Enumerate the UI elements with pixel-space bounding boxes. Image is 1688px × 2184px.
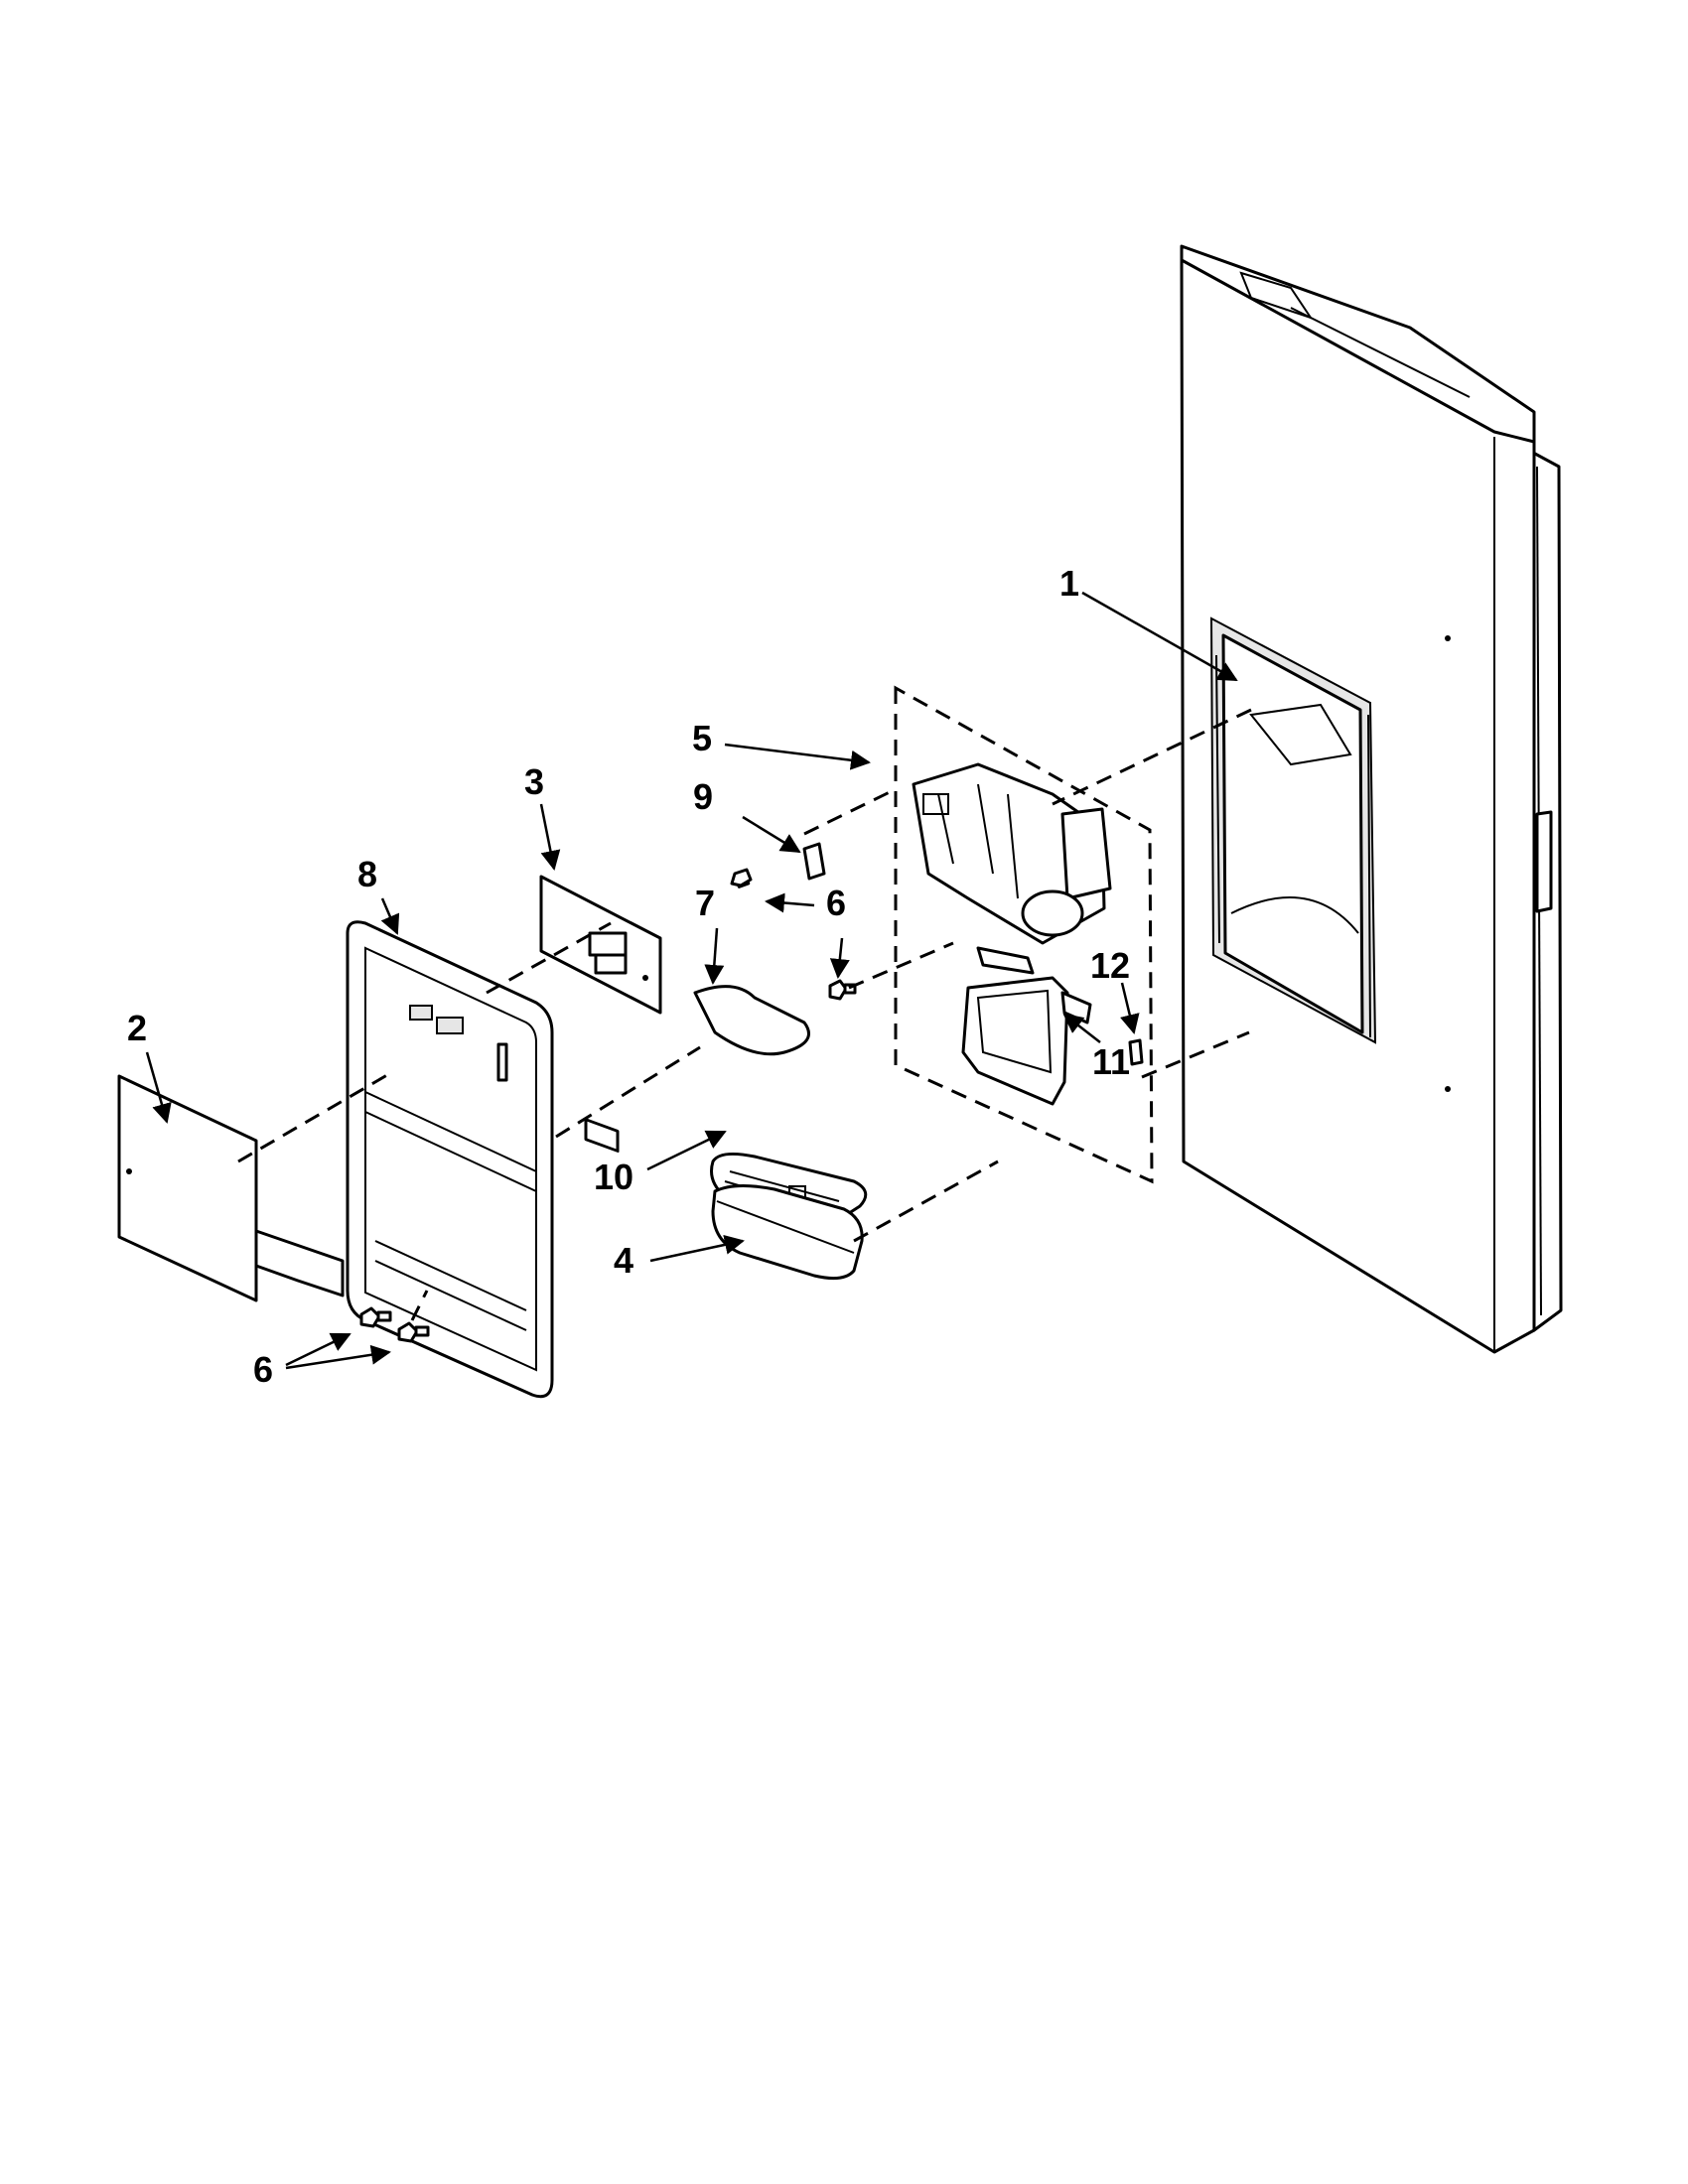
leader-2	[145, 1051, 172, 1124]
callout-3: 3	[524, 761, 544, 802]
leader-4	[649, 1235, 745, 1263]
callout-4: 4	[614, 1240, 633, 1281]
switch-clip	[1128, 1038, 1144, 1066]
screw	[397, 1321, 430, 1343]
leader-11	[1062, 1013, 1101, 1043]
door-screw-hole	[1445, 1086, 1451, 1092]
leader-7	[704, 927, 725, 985]
callout-6a: 6	[826, 883, 846, 923]
callout-9: 9	[693, 776, 713, 817]
callout-11: 11	[1092, 1041, 1130, 1082]
leader-6c	[285, 1332, 352, 1367]
leader-6b	[829, 937, 850, 979]
callout-12: 12	[1090, 945, 1130, 986]
dispenser-control-assembly	[912, 762, 1112, 945]
leader-8	[380, 897, 400, 935]
door-panel	[1180, 244, 1563, 1354]
leader-6a	[765, 892, 815, 913]
leader-1	[1081, 591, 1238, 682]
leader-9	[742, 815, 801, 854]
screw	[730, 868, 753, 888]
leader-5	[724, 743, 871, 770]
callout-2: 2	[127, 1008, 147, 1048]
dispenser-actuator-paddle	[961, 946, 1092, 1106]
leader-3	[539, 803, 561, 871]
dispenser-bezel	[346, 920, 554, 1399]
dispenser-decal	[117, 1074, 345, 1302]
leader-12	[1120, 982, 1140, 1034]
leader-10	[646, 1130, 727, 1171]
callout-1: 1	[1059, 563, 1079, 604]
alignment-lines	[237, 708, 1252, 1321]
callout-6b: 6	[253, 1349, 273, 1390]
callout-8: 8	[357, 854, 377, 894]
callout-5: 5	[692, 718, 712, 758]
leader-6d	[285, 1344, 391, 1370]
door-screw-hole	[1445, 635, 1451, 641]
callout-7: 7	[695, 883, 715, 923]
screw	[828, 979, 857, 1001]
screw	[359, 1306, 392, 1328]
clip-part	[802, 842, 826, 881]
leader-lines	[145, 591, 1238, 1370]
assembly-boundary	[894, 685, 1154, 1184]
spout-trim	[693, 985, 810, 1056]
control-board	[539, 875, 662, 1153]
callout-10: 10	[594, 1157, 633, 1197]
